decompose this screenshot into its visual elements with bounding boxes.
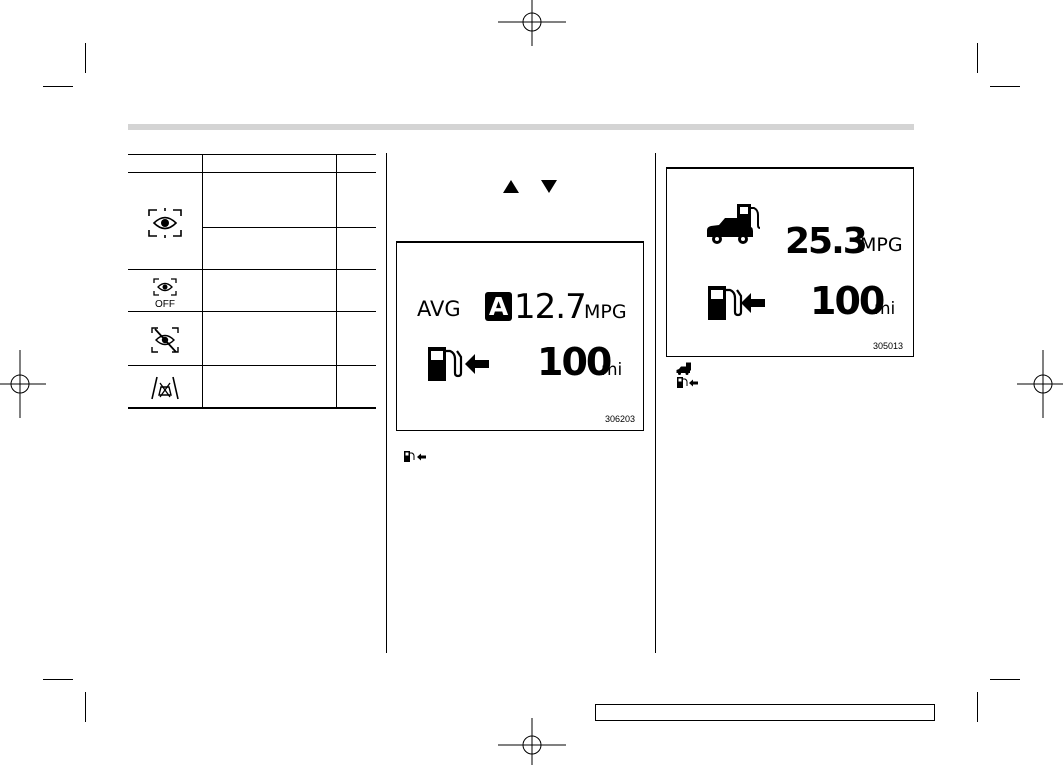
avg-mpg-unit: MPG [584,301,627,323]
eyesight-off-label: OFF [155,299,175,310]
column-divider-right [655,153,656,653]
range-inline-icon [676,376,698,394]
left-arrow-icon [465,354,489,379]
car-fuel-inline-icon [676,362,694,380]
up-triangle-icon [503,180,519,198]
eyesight-camera-icon [147,208,183,243]
lane-departure-icon [150,375,180,406]
figure-number: 306203 [605,414,636,424]
page-number-box [595,704,935,721]
current-mpg-unit: MPG [860,234,903,256]
avg-mpg-value: 12.7 [514,287,587,327]
avg-label: AVG [417,297,461,321]
mode-badge: A [485,292,512,321]
avg-range-value: 100 [537,340,612,384]
registration-mark-right [1017,348,1063,420]
column-divider-left [386,153,387,653]
figure-number: 305013 [873,341,904,351]
current-fuel-display-panel: 25.3 MPG 100 mi 305013 [666,167,914,357]
registration-mark-bottom [496,718,568,765]
avg-range-unit: mi [601,360,623,380]
current-mpg-value: 25.3 [785,221,868,262]
car-fuel-icon [705,203,765,252]
mode-badge-letter: A [488,292,509,321]
left-arrow-icon [741,293,765,318]
eyesight-disabled-icon [150,326,180,359]
fuel-pump-icon [707,282,745,327]
registration-mark-top [496,0,568,46]
current-range-value: 100 [810,279,885,323]
down-triangle-icon [541,180,557,198]
indicator-table: OFF [128,154,376,409]
header-bar [128,124,914,130]
range-inline-icon [403,450,427,468]
registration-mark-left [0,348,46,420]
fuel-pump-icon [427,343,465,388]
eyesight-off-icon: OFF [152,278,178,310]
current-range-unit: mi [874,299,896,319]
avg-fuel-display-panel: AVG A 12.7 MPG 100 mi 306203 [396,241,644,431]
